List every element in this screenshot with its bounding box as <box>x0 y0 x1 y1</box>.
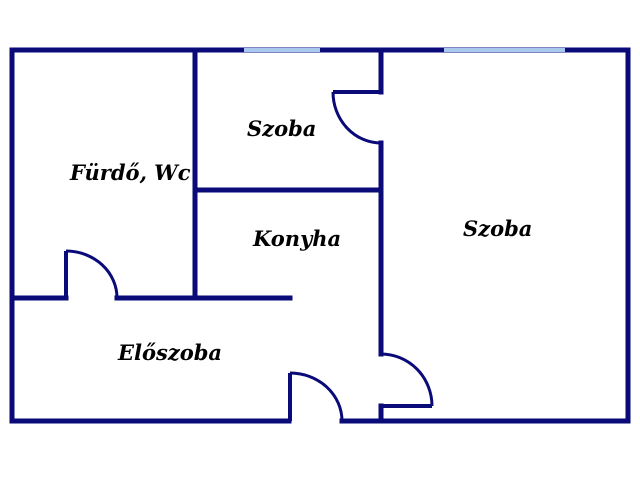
room-label-kitchen: Konyha <box>252 226 341 251</box>
doors <box>64 90 434 422</box>
room-label-bathroom: Fürdő, Wc <box>69 160 191 185</box>
room-labels: Fürdő, Wc Szoba Konyha Szoba Előszoba <box>69 116 532 365</box>
walls <box>9 47 631 424</box>
door-small-room <box>331 90 382 145</box>
room-label-hallway: Előszoba <box>117 340 222 365</box>
door-large-room <box>380 352 434 408</box>
door-entrance <box>288 371 344 422</box>
room-label-large-room: Szoba <box>463 216 532 241</box>
room-label-small-room: Szoba <box>247 116 316 141</box>
door-bathroom <box>64 249 119 299</box>
